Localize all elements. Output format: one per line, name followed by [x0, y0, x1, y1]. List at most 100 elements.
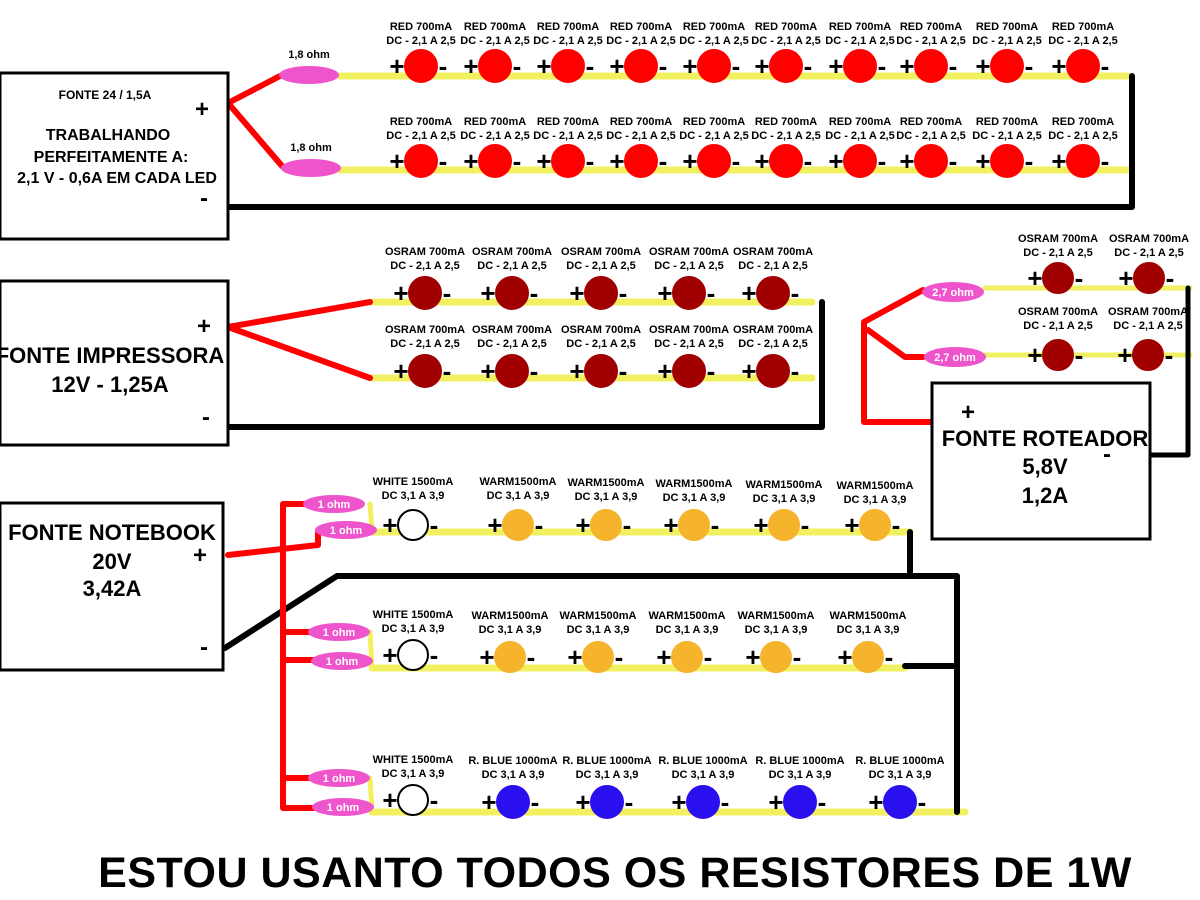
led-osram-row1-5-minus: - — [791, 278, 800, 308]
resistor-20v-1a — [303, 495, 365, 513]
supply-5v-voltage: 5,8V — [1022, 454, 1068, 479]
led-white-row1-minus: - — [430, 510, 439, 540]
led-blue-row3-5-spec: DC 3,1 A 3,9 — [869, 769, 932, 781]
led-osram-row1-2-name: OSRAM 700mA — [472, 246, 552, 258]
negative-wire-5v — [1147, 285, 1191, 458]
led-blue-row3-2-minus: - — [625, 787, 634, 817]
led-red-row1-8-plus: + — [899, 51, 914, 81]
led-osram-5v-4-body — [1132, 339, 1164, 371]
positive-wire-24v — [225, 73, 285, 169]
led-osram-5v-2-spec: DC - 2,1 A 2,5 — [1114, 247, 1184, 259]
led-red-row2-9-minus: - — [1025, 146, 1034, 176]
led-osram-row1-1-minus: - — [443, 278, 452, 308]
led-warm-row2-2-minus: - — [615, 642, 624, 672]
footer-note: ESTOU USANTO TODOS OS RESISTORES DE 1W — [98, 849, 1132, 897]
led-warm-row1-2-name: WARM1500mA — [567, 477, 644, 489]
led-red-row2-6-minus: - — [804, 146, 813, 176]
negative-return-20v — [907, 573, 960, 815]
led-blue-row3-5-minus: - — [918, 787, 927, 817]
led-osram-row2-1-body — [408, 354, 442, 388]
led-red-row2-5-body — [697, 144, 731, 178]
led-warm-row2-1-spec: DC 3,1 A 3,9 — [479, 624, 542, 636]
led-red-row1-8-minus: - — [949, 51, 958, 81]
led-red-row1-4-spec: DC - 2,1 A 2,5 — [606, 35, 676, 47]
led-red-row1-10-minus: - — [1101, 51, 1110, 81]
led-osram-5v-3-spec: DC - 2,1 A 2,5 — [1023, 320, 1093, 332]
led-warm-row2-2-body — [582, 641, 614, 673]
led-warm-row1-2-spec: DC 3,1 A 3,9 — [575, 491, 638, 503]
led-red-row2-6-name: RED 700mA — [755, 116, 817, 128]
led-red-row2-4-plus: + — [609, 146, 624, 176]
led-warm-row1-1-minus: - — [535, 510, 544, 540]
led-red-row2-10-body — [1066, 144, 1100, 178]
led-red-row2-4-name: RED 700mA — [610, 116, 672, 128]
led-red-row2-2-plus: + — [463, 146, 478, 176]
led-osram-row2-4-spec: DC - 2,1 A 2,5 — [654, 338, 724, 350]
resistor-24v-a-label: 1,8 ohm — [288, 49, 330, 61]
positive-wire-5v-b — [865, 327, 926, 360]
led-osram-row2-5-name: OSRAM 700mA — [733, 324, 813, 336]
led-blue-row3-1-body — [496, 785, 530, 819]
led-blue-row3-4-minus: - — [818, 787, 827, 817]
led-red-row1-5-name: RED 700mA — [683, 21, 745, 33]
led-osram-5v-2-plus: + — [1118, 263, 1133, 293]
led-osram-row2-4-name: OSRAM 700mA — [649, 324, 729, 336]
led-red-row1-10-plus: + — [1051, 51, 1066, 81]
led-red-row1-4-name: RED 700mA — [610, 21, 672, 33]
led-osram-row1-3-name: OSRAM 700mA — [561, 246, 641, 258]
led-blue-row3-2-spec: DC 3,1 A 3,9 — [576, 769, 639, 781]
positive-wire-5v-a — [861, 287, 935, 425]
led-red-row2-9-spec: DC - 2,1 A 2,5 — [972, 130, 1042, 142]
led-blue-row3-1-name: R. BLUE 1000mA — [468, 755, 557, 767]
led-warm-row1-3-minus: - — [711, 510, 720, 540]
led-red-row2-7-body — [843, 144, 877, 178]
resistor-20v-2b-label: 1 ohm — [326, 656, 359, 668]
supply-24v-line3: PERFEITAMENTE A: — [34, 149, 189, 166]
led-red-row2-5-spec: DC - 2,1 A 2,5 — [679, 130, 749, 142]
led-warm-row1-5-body — [859, 509, 891, 541]
supply-20v-title: FONTE NOTEBOOK — [8, 520, 216, 545]
resistor-24v-a — [279, 66, 339, 84]
resistor-20v-3b-label: 1 ohm — [327, 802, 360, 814]
led-osram-row2-2-spec: DC - 2,1 A 2,5 — [477, 338, 547, 350]
resistor-20v-3a-label: 1 ohm — [323, 773, 356, 785]
led-blue-row3-5-plus: + — [868, 787, 883, 817]
led-osram-5v-4-minus: - — [1165, 340, 1174, 370]
led-red-row1-3-name: RED 700mA — [537, 21, 599, 33]
led-osram-5v-2-name: OSRAM 700mA — [1109, 233, 1189, 245]
led-red-row1-8-name: RED 700mA — [900, 21, 962, 33]
led-red-row2-6-plus: + — [754, 146, 769, 176]
led-osram-row1-3-minus: - — [619, 278, 628, 308]
led-white-row3-spec: DC 3,1 A 3,9 — [382, 768, 445, 780]
led-red-row2-5-minus: - — [732, 146, 741, 176]
led-osram-5v-3-body — [1042, 339, 1074, 371]
led-red-row2-10-spec: DC - 2,1 A 2,5 — [1048, 130, 1118, 142]
led-warm-row2-1-body — [494, 641, 526, 673]
led-red-row2-8-body — [914, 144, 948, 178]
led-red-row2-10-plus: + — [1051, 146, 1066, 176]
supply-5v-current: 1,2A — [1022, 483, 1069, 508]
led-red-row1-2-name: RED 700mA — [464, 21, 526, 33]
led-white-row2-name: WHITE 1500mA — [373, 609, 454, 621]
led-red-row1-2-body — [478, 49, 512, 83]
led-red-row2-7-minus: - — [878, 146, 887, 176]
led-osram-row2-4-body — [672, 354, 706, 388]
led-warm-row1-4-minus: - — [801, 510, 810, 540]
led-blue-row3-5-body — [883, 785, 917, 819]
led-white-row2-plus: + — [382, 640, 397, 670]
resistor-20v-1b-label: 1 ohm — [330, 525, 363, 537]
supply-24v-line2: TRABALHANDO — [46, 127, 170, 144]
